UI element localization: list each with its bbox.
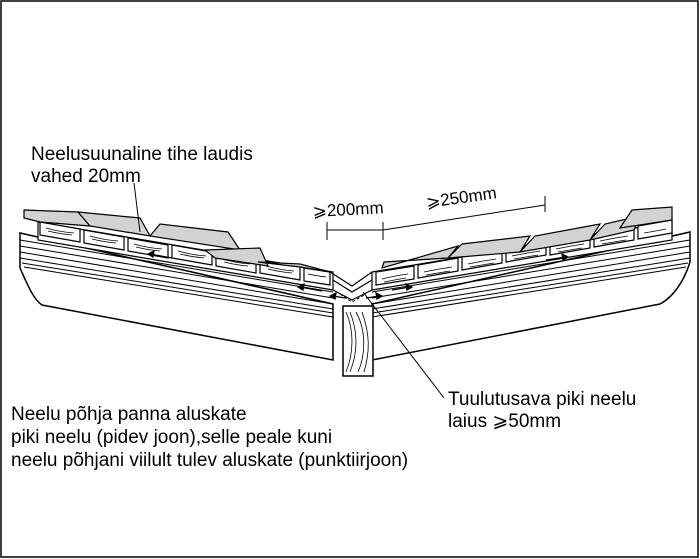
- label-boarding-line1: Neelusuunaline tihe laudis: [31, 144, 253, 165]
- right-layer-lines: [371, 239, 691, 318]
- valley-dashed-underlay: [339, 293, 367, 303]
- label-underlay-line2: piki neelu (pidev joon),selle peale kuni: [11, 427, 332, 448]
- left-roof-slope: [19, 209, 334, 361]
- valley-beam-grain: [345, 311, 369, 373]
- left-batten-grain: [45, 227, 327, 278]
- dimension-lines: [326, 196, 546, 240]
- left-battens: [39, 221, 331, 286]
- right-roof-slope: [371, 206, 691, 361]
- label-dim-200: ⩾200mm: [312, 198, 384, 221]
- left-layer-lines: [19, 239, 334, 318]
- right-roofing-sheets: [381, 206, 673, 269]
- right-rafter: [371, 231, 691, 361]
- valley-beam: [329, 271, 374, 377]
- valley-v-lines: [329, 271, 373, 301]
- label-boarding-line2: vahed 20mm: [31, 166, 141, 187]
- label-underlay-line1: Neelu põhja panna aluskate: [11, 404, 247, 425]
- label-vent-line2: laius ⩾50mm: [448, 411, 561, 432]
- label-underlay-line3: neelu põhjani viilult tulev aluskate (pu…: [11, 450, 408, 471]
- label-dim-250: ⩾250mm: [425, 183, 498, 212]
- label-vent-line1: Tuulutusava piki neelu: [448, 389, 636, 410]
- leader-lines: [133, 182, 445, 399]
- ventilation-arrows: [146, 249, 570, 300]
- right-battens: [375, 219, 673, 286]
- right-batten-grain: [381, 228, 667, 283]
- left-roofing-sheets: [23, 209, 331, 273]
